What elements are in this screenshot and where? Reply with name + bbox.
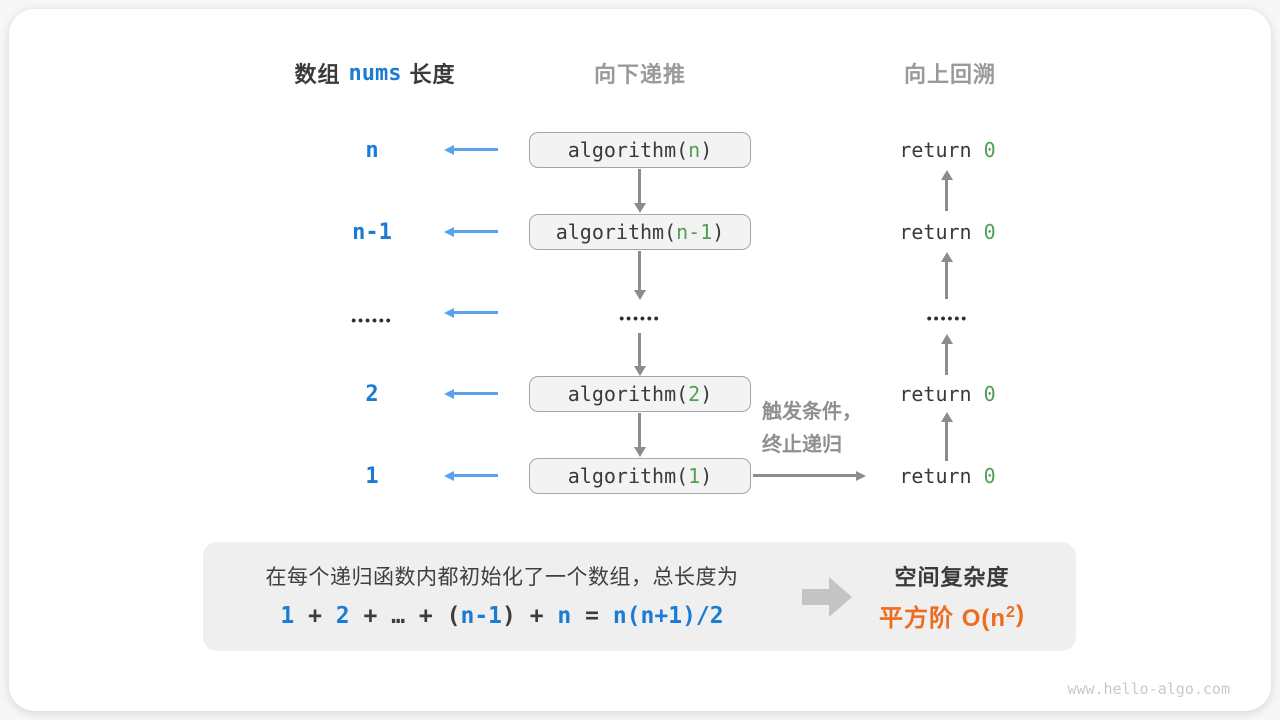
arrow-up-icon — [945, 179, 948, 211]
call-arg: 2 — [688, 382, 701, 406]
call-box-1: algorithm(1) — [529, 458, 751, 494]
call-arg: 1 — [688, 464, 701, 488]
row-label-n: n — [365, 137, 379, 163]
recurse-header: 向下递推 — [593, 62, 686, 87]
summary-formula: 1 + 2 + … + (n-1) + n = n(n+1)/2 — [280, 603, 724, 629]
arrow-left-icon — [453, 474, 498, 477]
big-arrow-right-icon — [802, 577, 852, 617]
ellipsis-left: •••••• — [351, 312, 393, 328]
return-value: 0 — [983, 382, 996, 406]
base-case-annotation: 触发条件， 终止递归 — [762, 401, 862, 456]
arrow-down-icon — [638, 169, 641, 204]
arrow-down-icon — [638, 251, 641, 291]
arrow-up-icon — [945, 261, 948, 299]
site-watermark: www.hello-algo.com — [1067, 680, 1230, 698]
return-value: 0 — [983, 220, 996, 244]
return-statement: return 0 — [899, 464, 996, 488]
backtrack-header: 向上回溯 — [903, 62, 996, 87]
return-statement: return 0 — [899, 382, 996, 406]
return-value: 0 — [983, 464, 996, 488]
ellipsis-right: •••••• — [926, 310, 969, 326]
exponent: 2 — [1006, 604, 1016, 621]
arrow-down-icon — [638, 333, 641, 367]
arrow-left-icon — [453, 311, 498, 314]
complexity-title: 空间复杂度 — [894, 565, 1010, 590]
arrow-down-icon — [638, 413, 641, 448]
call-box-n: algorithm(n) — [529, 132, 751, 168]
arrow-left-icon — [453, 392, 498, 395]
call-arg: n — [688, 138, 701, 162]
return-statement: return 0 — [899, 220, 996, 244]
arrow-right-icon — [753, 474, 857, 477]
arrow-left-icon — [453, 230, 498, 233]
nums-code-label: nums — [348, 60, 402, 86]
return-statement: return 0 — [899, 138, 996, 162]
array-label-prefix: 数组 — [294, 62, 341, 87]
call-box-2: algorithm(2) — [529, 376, 751, 412]
arrow-up-icon — [945, 343, 948, 375]
call-arg: n-1 — [676, 220, 713, 244]
array-label-suffix: 长度 — [409, 62, 456, 87]
summary-description: 在每个递归函数内都初始化了一个数组，总长度为 — [265, 566, 739, 589]
row-label-1: 1 — [365, 463, 379, 489]
summary-panel — [203, 542, 1076, 651]
return-value: 0 — [983, 138, 996, 162]
arrow-up-icon — [945, 421, 948, 461]
ellipsis-middle: •••••• — [619, 310, 661, 326]
row-label-2: 2 — [365, 381, 379, 407]
arrow-left-icon — [453, 148, 498, 151]
array-length-header: 数组 nums 长度 — [225, 58, 525, 88]
call-box-n-1: algorithm(n-1) — [529, 214, 751, 250]
row-label-n-1: n-1 — [352, 219, 392, 245]
